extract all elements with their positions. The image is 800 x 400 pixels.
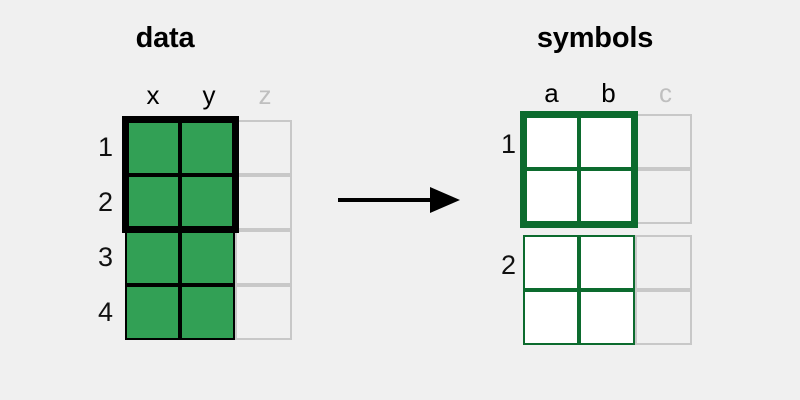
symbols-group-label-1: 1 (500, 129, 516, 159)
symbols-column-header-a: a (544, 78, 559, 108)
symbols-cell-a2-r1[interactable] (523, 235, 579, 290)
transform-arrow (338, 182, 463, 223)
data-cell-y3[interactable] (180, 230, 235, 285)
data-cell-x4[interactable] (125, 285, 180, 340)
symbols-cell-b1-r1[interactable] (579, 114, 635, 169)
data-cell-z4[interactable] (235, 285, 292, 340)
data-cell-x1[interactable] (125, 120, 180, 175)
symbols-cell-a1-r2[interactable] (523, 169, 579, 224)
symbols-column-headers: a b c (523, 80, 694, 106)
data-panel-title: data (135, 22, 195, 54)
symbols-cell-c2-r2[interactable] (635, 290, 692, 345)
data-cell-y1[interactable] (180, 120, 235, 175)
data-column-header-y: y (202, 80, 216, 110)
symbols-group-label-2: 2 (500, 250, 516, 280)
data-cell-z3[interactable] (235, 230, 292, 285)
symbols-cell-b2-r2[interactable] (579, 290, 635, 345)
symbols-cell-c1-r1[interactable] (635, 114, 692, 169)
symbols-cell-a1-r1[interactable] (523, 114, 579, 169)
symbols-cell-a2-r2[interactable] (523, 290, 579, 345)
data-column-headers: x y z (125, 82, 293, 108)
symbols-cell-c2-r1[interactable] (635, 235, 692, 290)
symbols-cell-b1-r2[interactable] (579, 169, 635, 224)
data-cell-x2[interactable] (125, 175, 180, 230)
data-cell-z2[interactable] (235, 175, 292, 230)
data-row-label-1: 1 (97, 132, 113, 162)
symbols-cell-b2-r1[interactable] (579, 235, 635, 290)
data-row-label-3: 3 (97, 242, 113, 272)
data-cell-z1[interactable] (235, 120, 292, 175)
symbols-column-header-b: b (601, 78, 616, 108)
symbols-column-header-c: c (659, 78, 672, 108)
data-cell-x3[interactable] (125, 230, 180, 285)
data-column-header-z: z (258, 80, 272, 110)
symbols-panel-title: symbols (536, 22, 654, 54)
symbols-cell-c1-r2[interactable] (635, 169, 692, 224)
data-column-header-x: x (146, 80, 160, 110)
data-row-label-4: 4 (97, 297, 113, 327)
data-cell-y4[interactable] (180, 285, 235, 340)
data-row-label-2: 2 (97, 187, 113, 217)
data-cell-y2[interactable] (180, 175, 235, 230)
